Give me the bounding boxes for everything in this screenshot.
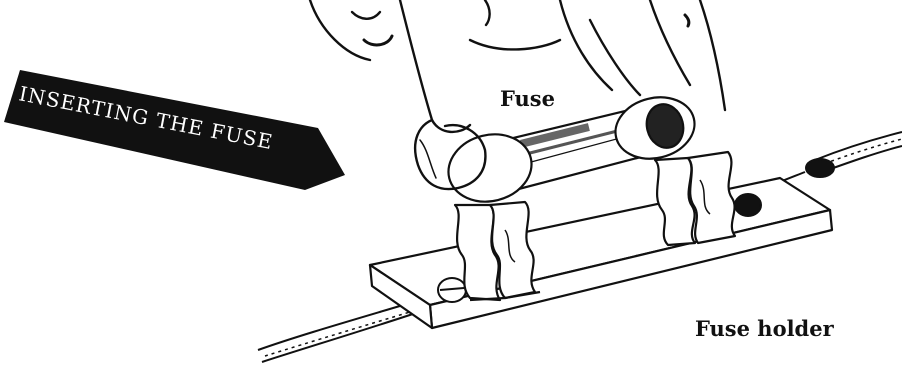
screw-right [735,194,761,216]
fuse-holder-base [370,178,832,328]
clip-left [455,202,540,300]
fuse-label: Fuse [500,86,555,111]
fuse-holder-label: Fuse holder [695,316,834,341]
clip-right [655,152,735,245]
title-banner: INSERTING THE FUSE [4,70,345,190]
screw-left [438,278,466,302]
